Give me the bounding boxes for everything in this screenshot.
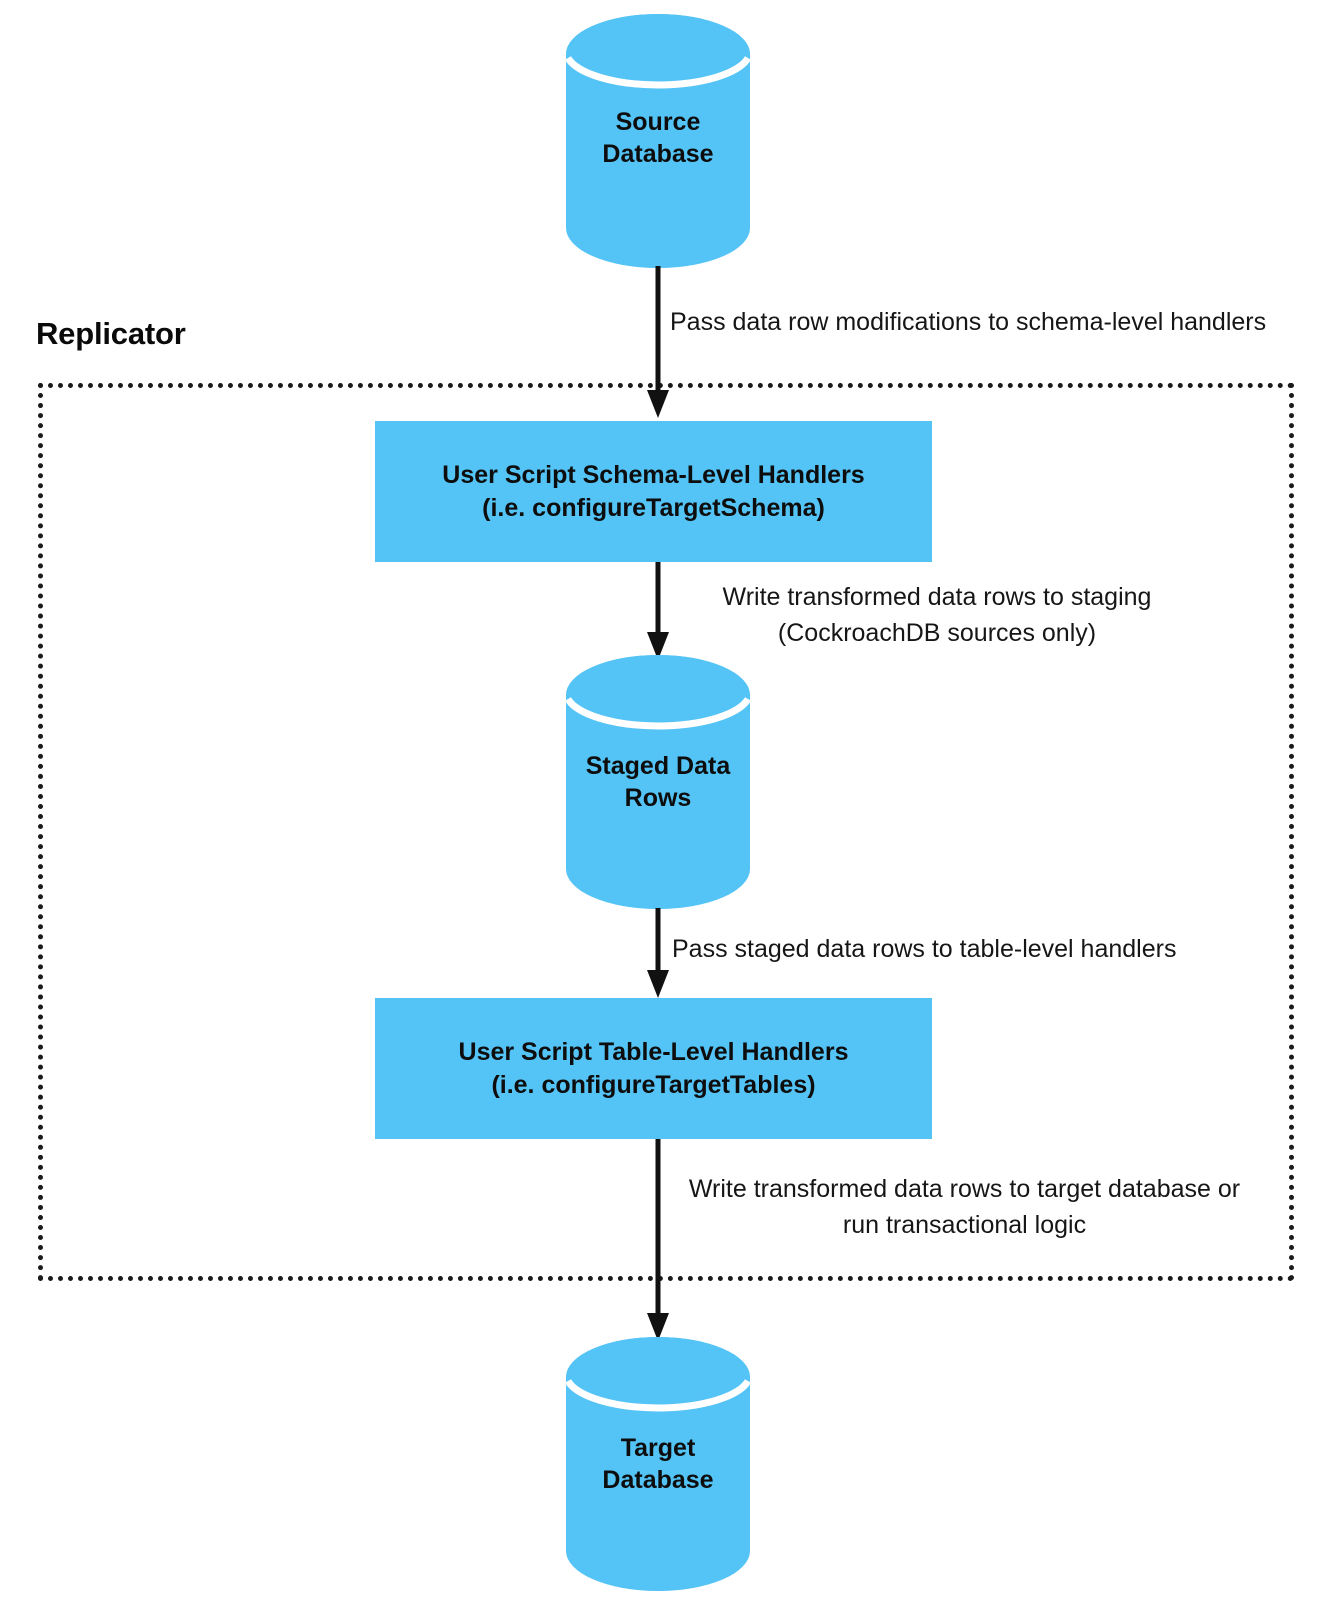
node-schema-level-handlers-label: User Script Schema-Level Handlers (i.e. … bbox=[442, 461, 865, 522]
edge-label-schema-to-staged: Write transformed data rows to staging (… bbox=[722, 583, 1152, 647]
node-target-database-label: Target Database bbox=[602, 1434, 714, 1494]
node-table-level-handlers: User Script Table-Level Handlers (i.e. c… bbox=[375, 998, 932, 1139]
cylinder-shape bbox=[566, 1337, 750, 1591]
node-staged-data-rows-label: Staged Data Rows bbox=[585, 752, 731, 812]
node-source-database: Source Database bbox=[566, 14, 750, 268]
arrow-table-to-target bbox=[645, 1139, 671, 1341]
edge-label-table-to-target: Write transformed data rows to target da… bbox=[688, 1175, 1241, 1239]
arrow-staged-to-table bbox=[645, 908, 671, 998]
replicator-group-label: Replicator bbox=[36, 316, 186, 351]
replicator-group-boundary bbox=[38, 383, 1294, 1281]
arrow-schema-to-staged bbox=[645, 562, 671, 660]
node-schema-level-handlers: User Script Schema-Level Handlers (i.e. … bbox=[375, 421, 932, 562]
edge-label-source-to-schema: Pass data row modifications to schema-le… bbox=[670, 308, 1267, 336]
cylinder-shape bbox=[566, 655, 750, 909]
edge-label-staged-to-table: Pass staged data rows to table-level han… bbox=[672, 935, 1177, 963]
cylinder-shape bbox=[566, 14, 750, 268]
node-staged-data-rows: Staged Data Rows bbox=[566, 655, 750, 909]
arrow-source-to-schema bbox=[645, 266, 671, 418]
node-table-level-handlers-label: User Script Table-Level Handlers (i.e. c… bbox=[458, 1038, 849, 1099]
node-target-database: Target Database bbox=[566, 1337, 750, 1591]
node-source-database-label: Source Database bbox=[602, 108, 714, 168]
